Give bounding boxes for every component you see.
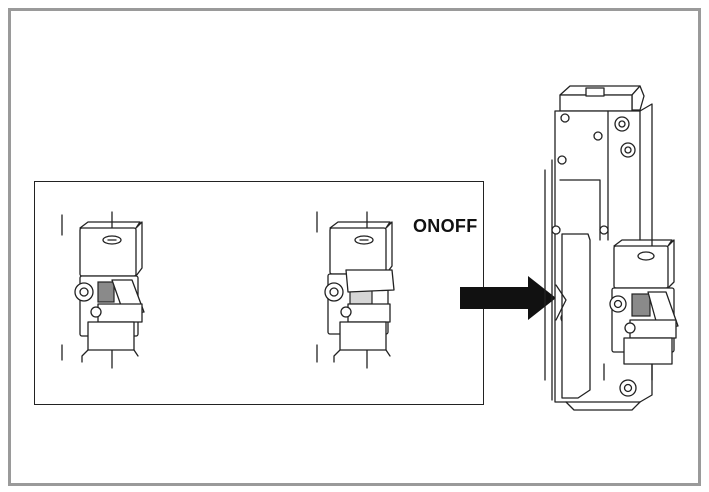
on-off-label: ONOFF: [413, 216, 478, 236]
arrow-right-icon: [460, 276, 556, 320]
breaker-detail-icon: [544, 85, 679, 411]
breaker-on-icon: [61, 211, 145, 369]
breaker-off-icon: [316, 211, 395, 369]
